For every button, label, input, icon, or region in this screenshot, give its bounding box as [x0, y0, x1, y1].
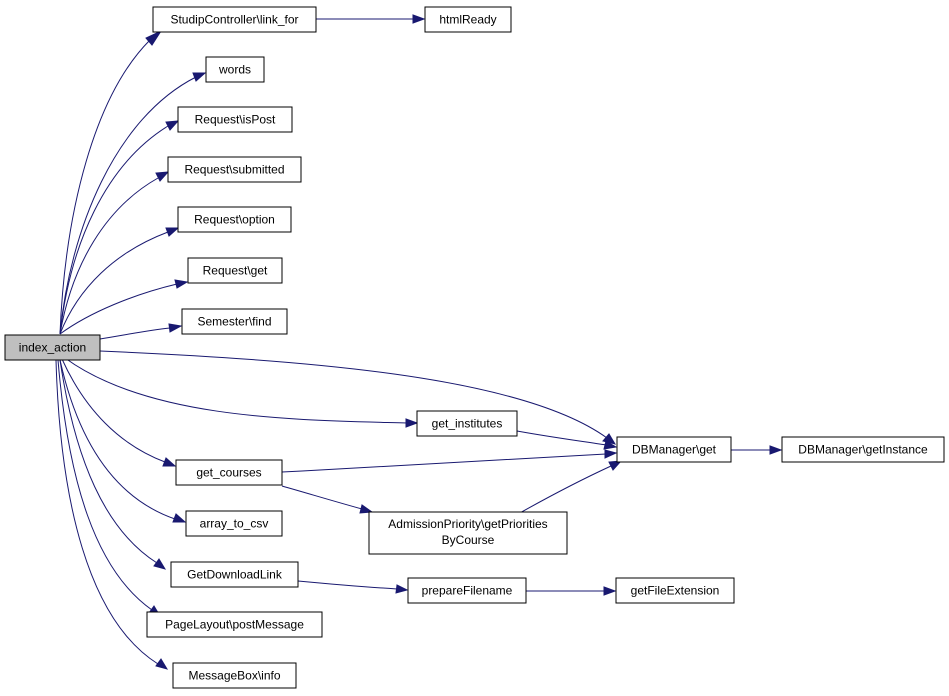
edge-arrowhead: [155, 658, 169, 670]
edge-index-action-to-get-institutes: [64, 357, 408, 424]
edge-arrowhead: [162, 457, 177, 467]
node-dbmanager-getinstance[interactable]: DBManager\getInstance: [781, 436, 945, 463]
edge-arrowhead: [155, 171, 170, 182]
node-messagebox-info[interactable]: MessageBox\info: [172, 662, 297, 689]
edge-arrowhead: [603, 586, 617, 596]
node-label: Request\isPost: [195, 113, 276, 127]
node-label: DBManager\getInstance: [798, 443, 928, 457]
node-dbmanager-get[interactable]: DBManager\get: [616, 436, 732, 463]
edge-index-action-to-submitted: [59, 177, 159, 335]
node-label: get_institutes: [432, 417, 503, 431]
node-getfileextension[interactable]: getFileExtension: [615, 577, 735, 604]
edge-arrowhead: [395, 584, 409, 594]
node-studipcontroller-link-for[interactable]: StudipController\link_for: [152, 6, 317, 33]
node-array-to-csv[interactable]: array_to_csv: [185, 510, 283, 537]
node-label: DBManager\get: [632, 443, 717, 457]
node-label: htmlReady: [439, 13, 496, 27]
node-label-line-2: ByCourse: [442, 533, 495, 547]
node-label: MessageBox\info: [188, 669, 280, 683]
edge-arrowhead: [174, 279, 189, 289]
edge-index-action-to-link-for: [59, 39, 151, 335]
edge-admission-priority-to-dbmanager-get: [517, 465, 612, 515]
edge-arrowhead: [165, 120, 180, 131]
node-request-ispost[interactable]: Request\isPost: [177, 106, 293, 133]
edge-arrowhead: [172, 513, 187, 523]
node-label: array_to_csv: [200, 517, 269, 531]
edge-index-action-to-getdownloadlink: [59, 359, 158, 564]
edge-arrowhead: [604, 449, 618, 459]
node-words[interactable]: words: [205, 56, 265, 83]
node-admissionpriority-getprioritiesbycourse[interactable]: AdmissionPriority\getPriorities ByCourse: [368, 511, 568, 555]
node-label-line-1: AdmissionPriority\getPriorities: [388, 517, 547, 531]
node-label: index_action: [19, 341, 86, 355]
edge-get-courses-to-admission-priority: [281, 485, 363, 510]
node-request-option[interactable]: Request\option: [177, 206, 292, 233]
node-label: Semester\find: [197, 315, 271, 329]
edge-index-action-to-messagebox-info: [55, 359, 159, 665]
edge-arrowhead: [192, 72, 207, 82]
edge-get-courses-to-dbmanager-get: [281, 453, 607, 473]
edge-index-action-to-postmessage: [57, 359, 153, 611]
node-label: GetDownloadLink: [187, 568, 283, 582]
edge-arrowhead: [168, 323, 183, 333]
edge-index-action-to-semester-find: [99, 327, 171, 340]
edge-arrowhead: [603, 440, 618, 450]
edge-arrowhead: [359, 504, 374, 514]
nodes: index_action StudipController\link_for h…: [4, 6, 945, 689]
node-pagelayout-postmessage[interactable]: PageLayout\postMessage: [146, 611, 323, 638]
node-htmlready[interactable]: htmlReady: [424, 6, 512, 33]
node-label: PageLayout\postMessage: [165, 618, 304, 632]
edge-arrowhead: [769, 445, 783, 455]
edge-arrowhead: [412, 14, 426, 24]
node-label: get_courses: [196, 466, 261, 480]
node-request-get[interactable]: Request\get: [187, 257, 283, 284]
edge-getdownloadlink-to-preparefilename: [297, 580, 398, 590]
edge-get-institutes-to-dbmanager-get: [516, 430, 607, 446]
node-get-courses[interactable]: get_courses: [175, 459, 283, 486]
edge-arrowhead: [405, 418, 419, 428]
node-label: getFileExtension: [631, 584, 720, 598]
node-preparefilename[interactable]: prepareFilename: [407, 577, 527, 604]
node-label: StudipController\link_for: [170, 13, 298, 27]
edge-arrowhead: [145, 29, 163, 46]
node-getdownloadlink[interactable]: GetDownloadLink: [170, 561, 299, 588]
edge-index-action-to-words: [59, 76, 197, 335]
edge-arrowhead: [608, 460, 623, 471]
edge-index-action-to-request-get: [59, 283, 178, 335]
edge-arrowhead: [153, 558, 167, 570]
edge-index-action-to-ispost: [59, 125, 169, 335]
node-label: Request\submitted: [184, 163, 284, 177]
node-get-institutes[interactable]: get_institutes: [416, 410, 518, 437]
node-semester-find[interactable]: Semester\find: [181, 308, 288, 335]
edges: [55, 14, 783, 670]
edge-index-action-to-dbmanager-get: [99, 350, 608, 439]
node-index-action[interactable]: index_action: [4, 334, 101, 361]
node-label: Request\get: [203, 264, 268, 278]
node-request-submitted[interactable]: Request\submitted: [167, 156, 302, 183]
node-label: prepareFilename: [422, 584, 513, 598]
edge-index-action-to-get-courses: [61, 358, 166, 463]
edge-index-action-to-array-to-csv: [59, 359, 176, 520]
edge-index-action-to-option: [59, 231, 169, 335]
edge-arrowhead: [165, 227, 180, 237]
node-label: words: [218, 63, 251, 77]
node-label: Request\option: [194, 213, 275, 227]
